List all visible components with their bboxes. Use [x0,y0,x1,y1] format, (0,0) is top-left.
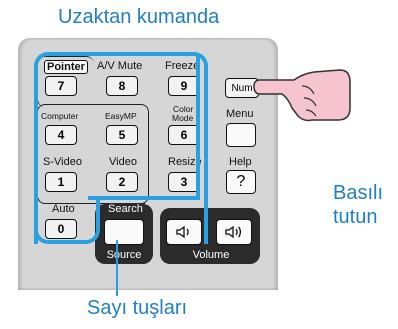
help-label: Help [229,156,252,168]
num-key-7-button[interactable]: 7 [45,76,77,96]
help-button[interactable]: ? [226,170,256,194]
num-key-8-button[interactable]: 8 [106,76,138,96]
hand-pointer-icon [253,69,351,122]
number-keys-highlight-right [196,56,200,200]
easymp-label: EasyMP [105,111,137,121]
computer-label: Computer [41,111,79,121]
menu-label: Menu [226,108,254,120]
num-key-1-button[interactable]: 1 [45,172,77,192]
freeze-label: Freeze [165,60,200,72]
num-key-2-button[interactable]: 2 [106,172,138,192]
number-keys-highlight-step [88,196,200,200]
num-key-3-button[interactable]: 3 [168,172,200,192]
hold-caption-line2: tutun [333,206,378,228]
number-keys-caption: Sayı tuşları [87,297,188,319]
leader-line [116,240,118,296]
speaker-high-icon [225,225,242,239]
num-key-4-button[interactable]: 4 [45,125,77,145]
remote-control-caption: Uzaktan kumanda [58,6,220,28]
num-key-5-button[interactable]: 5 [106,125,138,145]
source-label: Source [106,249,142,261]
color-mode-label-2: Mode [172,113,194,123]
auto-label: Auto [52,203,75,215]
resize-label: Resize [168,156,202,168]
num-key-0-button[interactable]: 0 [45,219,77,239]
color-mode-label-1: Color [173,104,194,114]
menu-button[interactable] [226,123,256,147]
number-keys-highlight-lower [34,196,100,244]
search-label: Search [106,203,145,215]
pointer-label: Pointer [44,60,88,74]
av-mute-label: A/V Mute [97,60,143,72]
search-button[interactable] [104,219,144,245]
hold-caption-line1: Basılı [333,182,384,204]
svideo-label: S-Video [43,156,82,168]
number-keys-highlight [34,52,208,244]
speaker-low-icon [176,225,189,239]
volume-up-button[interactable] [216,219,252,245]
volume-label: Volume [192,249,230,261]
video-label: Video [109,156,137,168]
